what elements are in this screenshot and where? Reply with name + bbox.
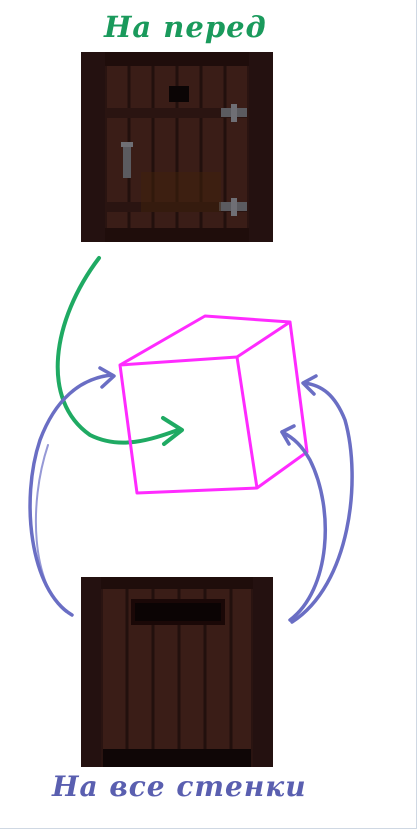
wall-side-texture [81,577,273,767]
all-sides-caption: На все стенки [52,770,307,803]
blue-arrow-left-2 [34,444,67,613]
door-front-art [81,52,273,242]
blue-arrow-right-outer [290,381,354,624]
wall-side-art [81,577,273,767]
door-front-texture [81,52,273,242]
front-caption: На перед [104,10,267,44]
green-arrow [55,256,180,445]
green-arrowhead [161,416,184,446]
blue-arrow-right-inner [280,430,327,622]
blue-arrowhead-right-inner [280,424,296,446]
blue-arrowhead-right-outer [301,374,318,396]
blue-arrowhead-left [98,366,116,389]
cube [118,314,309,495]
